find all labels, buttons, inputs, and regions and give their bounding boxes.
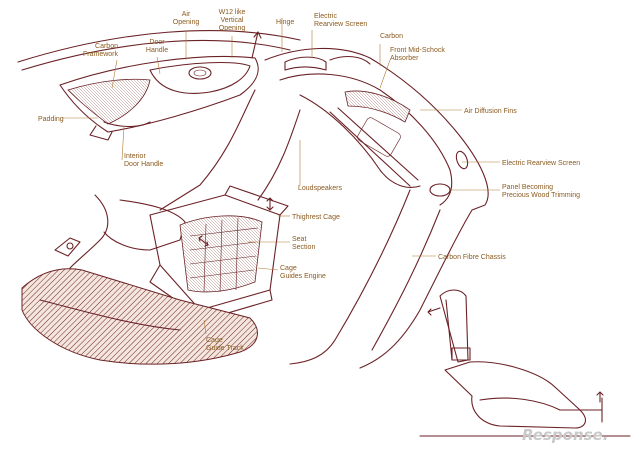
svg-text:Vertical: Vertical [221,17,244,24]
svg-text:Panel Becoming: Panel Becoming [502,184,553,191]
seat-side-view [419,289,631,437]
label-carbon: Carbon [380,33,403,40]
label-w12-vertical-opening: W12 like Vertical Opening [219,9,246,32]
svg-text:Air: Air [182,11,191,18]
watermark: Response. [522,426,608,444]
door-panel [17,30,301,141]
leader-lines [62,18,500,335]
svg-text:Rearview Screen: Rearview Screen [314,21,367,28]
svg-text:Framework: Framework [83,51,119,58]
svg-text:Opening: Opening [173,19,200,26]
svg-text:Opening: Opening [219,25,246,32]
svg-text:Electric: Electric [314,13,337,20]
svg-text:Cage: Cage [280,265,297,272]
label-thighrest-cage: Thighrest Cage [292,214,340,221]
svg-text:Door Handle: Door Handle [124,161,163,168]
label-carbon-fibre-chassis: Carbon Fibre Chassis [438,254,506,261]
double-arrow-icon [198,235,209,247]
label-electric-rearview-screen-right: Electric Rearview Screen [502,160,580,167]
svg-text:Door: Door [149,39,165,46]
label-cage-guides-engine: Cage Guides Engine [280,265,326,280]
label-panel-becoming-precious-wood-trimming: Panel Becoming Precious Wood Trimming [502,184,580,199]
seat-assembly [21,31,289,365]
svg-text:Front Mid-Schock: Front Mid-Schock [390,47,445,54]
label-interior-door-handle: Interior Door Handle [124,153,163,168]
svg-text:Carbon: Carbon [95,43,118,50]
label-carbon-framework: Carbon Framework [83,43,119,58]
svg-text:Handle: Handle [146,47,168,54]
svg-text:Absorber: Absorber [390,55,419,62]
dashboard-chassis [159,47,489,369]
double-arrow-icon [266,197,274,211]
label-loudspeakers: Loudspeakers [298,185,342,192]
svg-text:Section: Section [292,244,315,251]
svg-text:Cage: Cage [206,337,223,344]
label-air-diffusion-fins: Air Diffusion Fins [464,108,517,115]
svg-text:W12 like: W12 like [219,9,246,16]
svg-text:Precious Wood Trimming: Precious Wood Trimming [502,192,580,199]
label-padding: Padding [38,116,64,123]
svg-text:Guides Engine: Guides Engine [280,273,326,280]
label-hinge: Hinge [276,19,294,26]
svg-text:Seat: Seat [292,236,306,243]
label-electric-rearview-screen-top: Electric Rearview Screen [314,13,367,28]
label-cage-guide-track: Cage Guide Track [206,337,244,352]
label-door-handle: Door Handle [146,39,168,54]
svg-text:Guide Track: Guide Track [206,345,244,352]
label-front-mid-shock-absorber: Front Mid-Schock Absorber [390,47,445,62]
svg-text:Interior: Interior [124,153,146,160]
label-seat-section: Seat Section [292,236,315,251]
hinge-arrow-icon [251,31,262,59]
label-air-opening: Air Opening [173,11,200,26]
